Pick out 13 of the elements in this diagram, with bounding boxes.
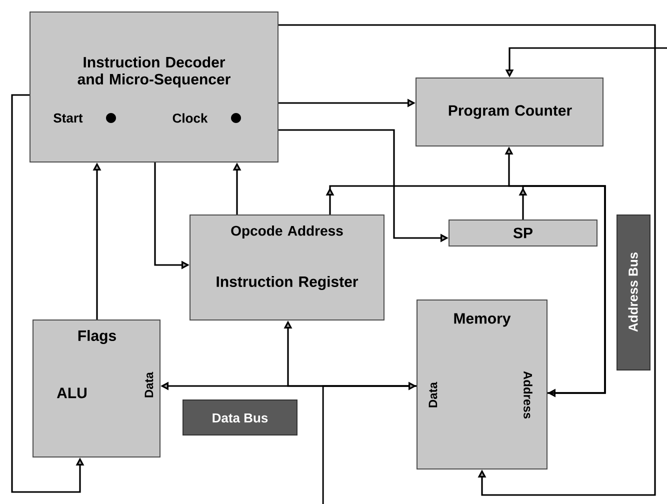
block-box: SP (448, 220, 598, 246)
node-label: Instruction Decoder and Micro-Sequencer (78, 56, 230, 88)
arrow (278, 24, 656, 496)
block-box: Memory Data Address (416, 300, 548, 470)
node-label: Start (54, 113, 83, 123)
arrow (326, 185, 606, 394)
bus-tag: Data Bus (182, 400, 298, 436)
block-box: Opcode Address Instruction Register (190, 214, 384, 320)
node-label: Clock (172, 113, 208, 123)
block-box: Instruction Decoder and Micro-Sequencer Start Clock (30, 12, 278, 162)
bus-tag: Address Bus (616, 214, 650, 370)
block-box: Flags ALU Data (32, 320, 160, 458)
block-box: Program Counter (416, 78, 604, 146)
